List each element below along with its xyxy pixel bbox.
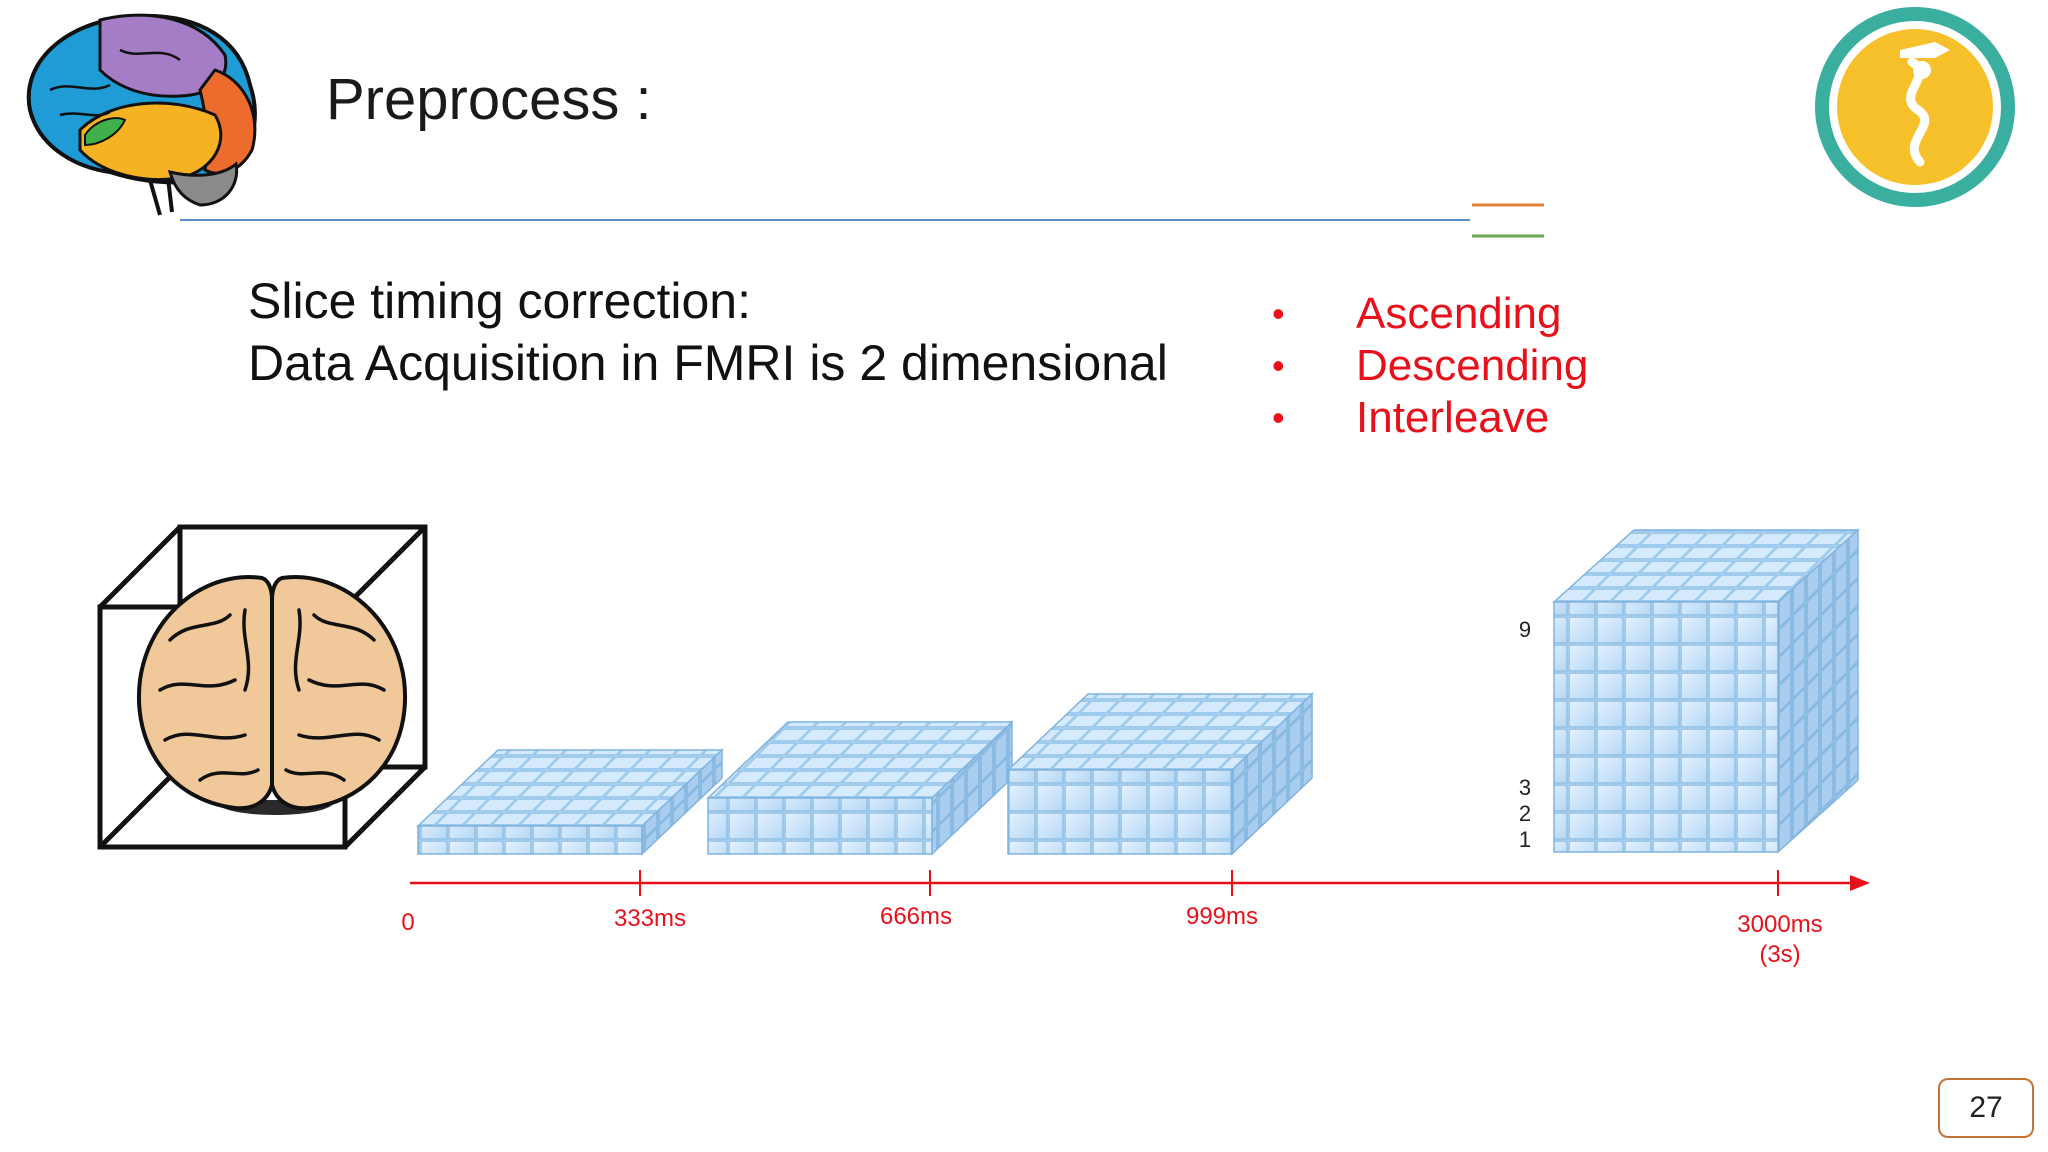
slice-number-1: 1 [1519, 827, 1531, 852]
bullet-ascending: Ascending [1272, 288, 1588, 340]
timeline-tick-3000ms: 3000ms [1737, 911, 1822, 938]
slice-order-list: Ascending Descending Interleave [1272, 288, 1588, 444]
voxel-stack-3-layers [1006, 692, 1314, 856]
slide-title: Preprocess : [326, 67, 652, 132]
timeline-tick-666ms: 666ms [880, 903, 952, 930]
slice-number-2: 2 [1519, 801, 1531, 826]
heading-line-slice-timing: Slice timing correction: [248, 273, 751, 329]
bullet-descending: Descending [1272, 340, 1588, 392]
voxel-stack-2-layers [706, 720, 1014, 856]
association-logo [1815, 7, 2015, 207]
timeline-tick-3s: (3s) [1759, 941, 1800, 968]
page-number: 27 [1938, 1078, 2034, 1138]
slice-number-9: 9 [1519, 617, 1531, 642]
slice-number-3: 3 [1519, 775, 1531, 800]
brain-lobes-icon [26, 13, 257, 216]
heading-line-data-acquisition: Data Acquisition in FMRI is 2 dimensiona… [248, 335, 1168, 391]
timeline-tick-999ms: 999ms [1186, 903, 1258, 930]
timeline-tick-333ms: 333ms [614, 905, 686, 932]
timeline-tick-0: 0 [401, 909, 414, 936]
timeline-axis [410, 870, 1870, 896]
voxel-stack-1-layer [416, 748, 724, 856]
voxel-stack-9-layers [1552, 528, 1860, 854]
slide-heading: Slice timing correction: Data Acquisitio… [248, 270, 1168, 394]
bullet-interleave: Interleave [1272, 392, 1588, 444]
brain-volume-illustration [97, 524, 428, 850]
